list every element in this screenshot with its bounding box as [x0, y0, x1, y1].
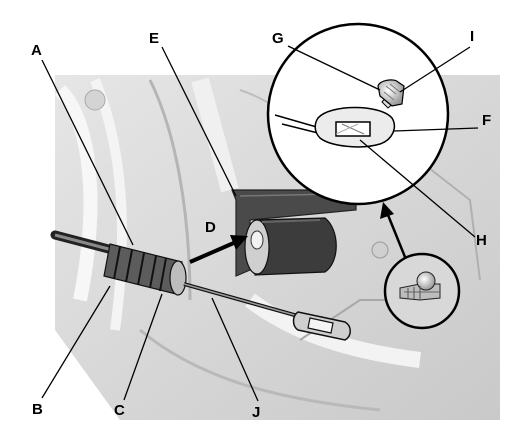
label-D: D	[205, 219, 216, 236]
leader-E	[161, 46, 237, 197]
label-F: F	[482, 112, 491, 129]
callout-leaders	[41, 45, 479, 402]
label-G: G	[272, 30, 284, 47]
leader-A	[41, 59, 134, 246]
leader-J	[211, 297, 259, 402]
label-E: E	[149, 30, 159, 47]
leader-H	[359, 139, 476, 238]
leader-F	[393, 127, 479, 132]
leader-I	[399, 46, 471, 93]
label-A: A	[31, 42, 42, 59]
leader-C	[123, 293, 163, 401]
label-H: H	[476, 232, 487, 249]
magnify-arrow	[380, 202, 407, 258]
label-J: J	[252, 404, 260, 421]
leader-B	[41, 285, 111, 399]
label-I: I	[470, 28, 474, 45]
callout-labels: A B C D E F G H I J	[31, 28, 491, 421]
magnified-detail-circle	[266, 22, 450, 206]
bolt-detail-circle	[383, 252, 461, 330]
direction-arrow	[189, 235, 248, 264]
brake-cable	[50, 230, 351, 341]
leader-G	[287, 45, 381, 91]
label-C: C	[114, 402, 125, 419]
label-B: B	[32, 401, 43, 418]
cable-housing-cylinder	[244, 217, 337, 276]
